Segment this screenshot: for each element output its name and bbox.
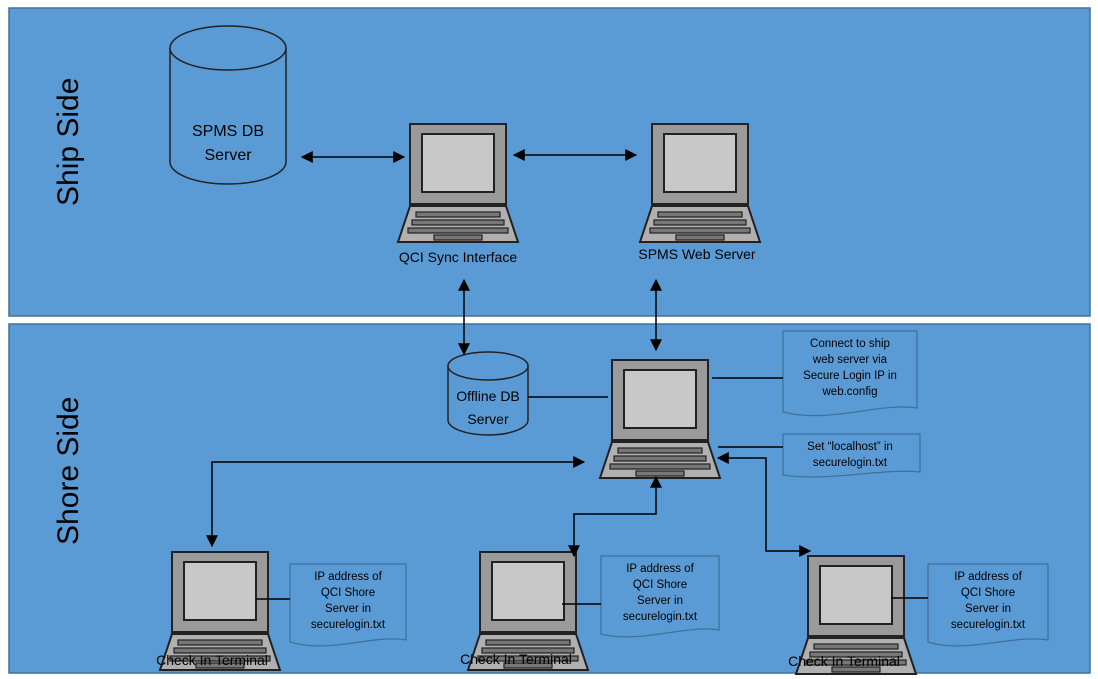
note-terminal-left: IP address of QCI Shore Server in secure…	[289, 563, 407, 647]
svg-text:web.config: web.config	[822, 386, 878, 398]
shore-server-laptop-icon	[599, 359, 721, 479]
svg-text:securelogin.txt: securelogin.txt	[951, 619, 1026, 631]
offline-db-label-1: Offline DB	[456, 388, 520, 404]
qci-sync-laptop-icon	[397, 123, 519, 243]
svg-text:IP address of: IP address of	[626, 563, 694, 575]
svg-text:securelogin.txt: securelogin.txt	[623, 611, 698, 623]
spms-db-label-2: Server	[204, 147, 252, 164]
shore-left-terminal-connector	[206, 456, 586, 548]
terminal-mid-label: Check In Terminal	[460, 651, 572, 667]
svg-text:Server in: Server in	[637, 595, 683, 607]
qci-sync-label: QCI Sync Interface	[399, 249, 517, 265]
terminal-left-label: Check In Terminal	[156, 652, 268, 668]
shore-side-label: Shore Side	[52, 397, 85, 545]
offline-db-server: Offline DB Server	[447, 351, 529, 436]
svg-text:securelogin.txt: securelogin.txt	[311, 619, 386, 631]
spms-db-label-1: SPMS DB	[192, 123, 264, 140]
ship-side-label: Ship Side	[52, 78, 85, 206]
svg-text:Server in: Server in	[325, 603, 371, 615]
svg-text:Server in: Server in	[965, 603, 1011, 615]
note-terminal-mid: IP address of QCI Shore Server in secure…	[600, 555, 720, 638]
svg-text:QCI Shore: QCI Shore	[321, 587, 375, 599]
svg-text:IP address of: IP address of	[314, 571, 382, 583]
shore-right-terminal-connector	[716, 452, 812, 557]
svg-text:securelogin.txt: securelogin.txt	[813, 457, 888, 469]
shore-mid-terminal-connector	[568, 475, 662, 558]
spms-db-server: SPMS DB Server	[169, 25, 287, 185]
svg-text:Connect to ship: Connect to ship	[810, 338, 890, 350]
offline-db-label-2: Server	[467, 411, 509, 427]
note-terminal-right: IP address of QCI Shore Server in secure…	[927, 563, 1049, 647]
spms-web-label: SPMS Web Server	[638, 246, 756, 262]
svg-text:QCI Shore: QCI Shore	[633, 579, 687, 591]
terminal-right-label: Check In Terminal	[788, 653, 900, 669]
svg-text:QCI Shore: QCI Shore	[961, 587, 1015, 599]
svg-text:IP address of: IP address of	[954, 571, 1022, 583]
svg-text:web server via: web server via	[812, 354, 888, 366]
svg-text:Secure Login IP in: Secure Login IP in	[803, 370, 897, 382]
svg-text:Set “localhost” in: Set “localhost” in	[807, 441, 893, 453]
note-localhost: Set “localhost” in securelogin.txt	[782, 433, 921, 478]
note-connect-ship: Connect to ship web server via Secure Lo…	[782, 330, 918, 417]
spms-web-laptop-icon	[639, 123, 761, 243]
